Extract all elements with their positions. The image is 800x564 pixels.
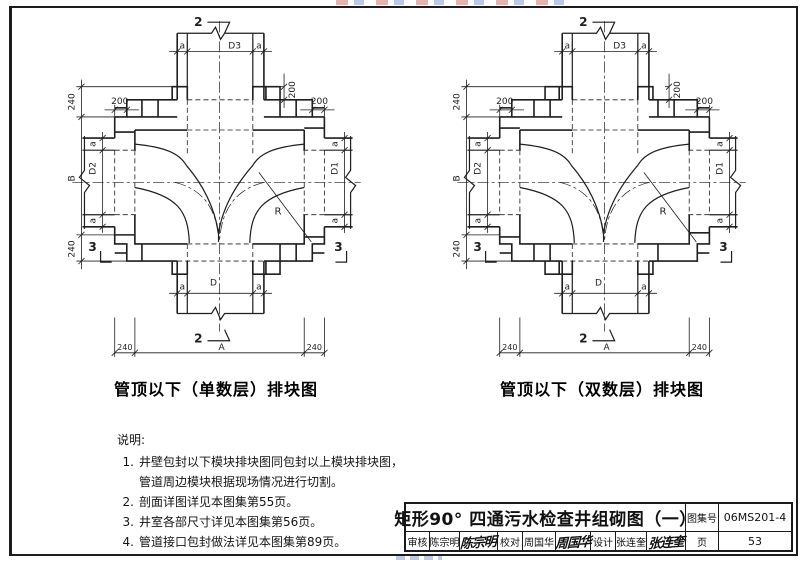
dim-label-dim_200: 200 <box>288 81 298 99</box>
page-number: 53 <box>748 534 762 548</box>
reviewer-name: 陈宗明 <box>430 532 460 550</box>
masonry-walls <box>467 33 738 314</box>
dim-label-offset_a: a <box>330 141 340 147</box>
hidden-pipe-edges <box>499 99 710 262</box>
dim-label-section_3: 3 <box>334 240 342 254</box>
dim-label-offset_a: a <box>256 282 262 292</box>
dim-label-pipe_right: D1 <box>330 162 340 175</box>
dim-label-dim_240: 240 <box>452 240 462 258</box>
note-number: 1. <box>122 455 134 469</box>
dim-label-section_2: 2 <box>579 15 587 29</box>
dim-label-dim_200: 200 <box>696 97 714 107</box>
designer-signature: 张连奎 <box>647 532 686 552</box>
note-text: 井壁包封以下模块排块图同包封以上模块排块图， <box>139 455 404 469</box>
notes-block: 说明: 1. 井壁包封以下模块排块图同包封以上模块排块图， 管道周边模块根据现场… <box>117 430 417 552</box>
dim-label-offset_a: a <box>564 41 570 51</box>
dim-label-dim_240: 240 <box>67 93 77 111</box>
dimension-lines <box>76 41 348 357</box>
dim-label-dim_240: 240 <box>502 343 517 352</box>
checker-name: 周国华 <box>523 532 556 550</box>
dim-label-radius_R: R <box>275 207 282 218</box>
dim-label-pipe_top: D3 <box>613 41 626 51</box>
note-number: 4. <box>122 535 134 549</box>
dim-label-pipe_right: D1 <box>715 162 725 175</box>
checker-label: 校对 <box>498 532 523 550</box>
dim-label-offset_a: a <box>256 41 262 51</box>
dim-label-dim_240: 240 <box>307 343 322 352</box>
atlas-number: 06MS201-4 <box>719 504 791 532</box>
dim-label-offset_a: a <box>715 218 725 224</box>
reviewer-label: 审核 <box>406 532 430 550</box>
page-label: 页 <box>686 532 719 550</box>
dim-label-width_A: A <box>603 343 610 353</box>
dim-label-pipe_bottom: D <box>595 278 602 288</box>
dim-label-offset_a: a <box>330 218 340 224</box>
checker-signature: 周国华 <box>555 532 591 552</box>
note-text: 管道接口包封做法详见本图集第89页。 <box>139 535 347 549</box>
reviewer-signature: 陈宗明 <box>460 532 498 552</box>
note-line: 2. 剖面详图详见本图集第55页。 <box>117 492 417 512</box>
dim-label-dim_240: 240 <box>692 343 707 352</box>
dim-label-section_3: 3 <box>473 240 481 254</box>
dim-label-pipe_top: D3 <box>228 41 241 51</box>
dim-label-offset_a: a <box>641 41 647 51</box>
dim-label-height_B: B <box>67 175 77 181</box>
atlas-number-label: 图集号 <box>686 504 719 532</box>
dim-label-dim_240: 240 <box>117 343 132 352</box>
dim-label-offset_a: a <box>179 41 185 51</box>
watermark-remnant-bottom <box>396 556 442 560</box>
dim-label-section_3: 3 <box>719 240 727 254</box>
dim-label-section_2: 2 <box>579 332 587 346</box>
dim-label-radius_R: R <box>660 207 667 218</box>
dim-label-offset_a: a <box>89 218 99 224</box>
dim-label-section_2: 2 <box>194 15 202 29</box>
note-number: 2. <box>122 495 134 509</box>
dim-label-offset_a: a <box>474 218 484 224</box>
dim-label-offset_a: a <box>641 282 647 292</box>
dim-label-dim_200: 200 <box>496 97 514 107</box>
note-line: 3. 井室各部尺寸详见本图集第56页。 <box>117 512 417 532</box>
sheet-border-frame <box>9 6 798 556</box>
notes-title: 说明: <box>117 433 146 447</box>
dim-label-offset_a: a <box>474 141 484 147</box>
dim-label-dim_240: 240 <box>452 93 462 111</box>
caption-odd-layers: 管顶以下（单数层）排块图 <box>113 380 318 399</box>
note-text: 剖面详图详见本图集第55页。 <box>139 495 299 509</box>
dim-label-dim_200: 200 <box>311 97 329 107</box>
title-block: 矩形90° 四通污水检查井组砌图（一） 图集号 06MS201-4 审核 陈宗明… <box>394 502 793 552</box>
note-line: 管道周边模块根据现场情况进行切割。 <box>117 472 417 492</box>
dim-label-section_3: 3 <box>88 240 96 254</box>
note-text: 管道周边模块根据现场情况进行切割。 <box>139 475 344 489</box>
dim-label-offset_a: a <box>715 141 725 147</box>
note-line: 1. 井壁包封以下模块排块图同包封以上模块排块图， <box>117 452 417 472</box>
note-line: 4. 管道接口包封做法详见本图集第89页。 <box>117 532 417 552</box>
designer-label: 设计 <box>591 532 616 550</box>
note-number: 3. <box>122 515 134 529</box>
drawing-title: 矩形90° 四通污水检查井组砌图（一） <box>394 504 696 532</box>
caption-even-layers: 管顶以下（双数层）排块图 <box>499 380 704 399</box>
dim-label-height_B: B <box>452 175 462 181</box>
dim-label-dim_200: 200 <box>111 97 129 107</box>
dim-label-offset_a: a <box>564 282 570 292</box>
dim-label-dim_240: 240 <box>67 240 77 258</box>
designer-name: 张连奎 <box>616 532 647 550</box>
dim-label-pipe_left: D2 <box>89 162 99 175</box>
dim-label-dim_200: 200 <box>673 81 683 99</box>
dim-label-pipe_bottom: D <box>210 278 217 288</box>
watermark-remnant-top <box>336 0 576 5</box>
dimension-lines <box>461 41 733 357</box>
note-text: 井室各部尺寸详见本图集第56页。 <box>139 515 323 529</box>
dim-label-offset_a: a <box>89 141 99 147</box>
dim-label-offset_a: a <box>179 282 185 292</box>
dim-label-pipe_left: D2 <box>474 162 484 175</box>
dim-label-width_A: A <box>218 343 225 353</box>
dim-label-section_2: 2 <box>194 332 202 346</box>
masonry-walls <box>82 33 353 314</box>
